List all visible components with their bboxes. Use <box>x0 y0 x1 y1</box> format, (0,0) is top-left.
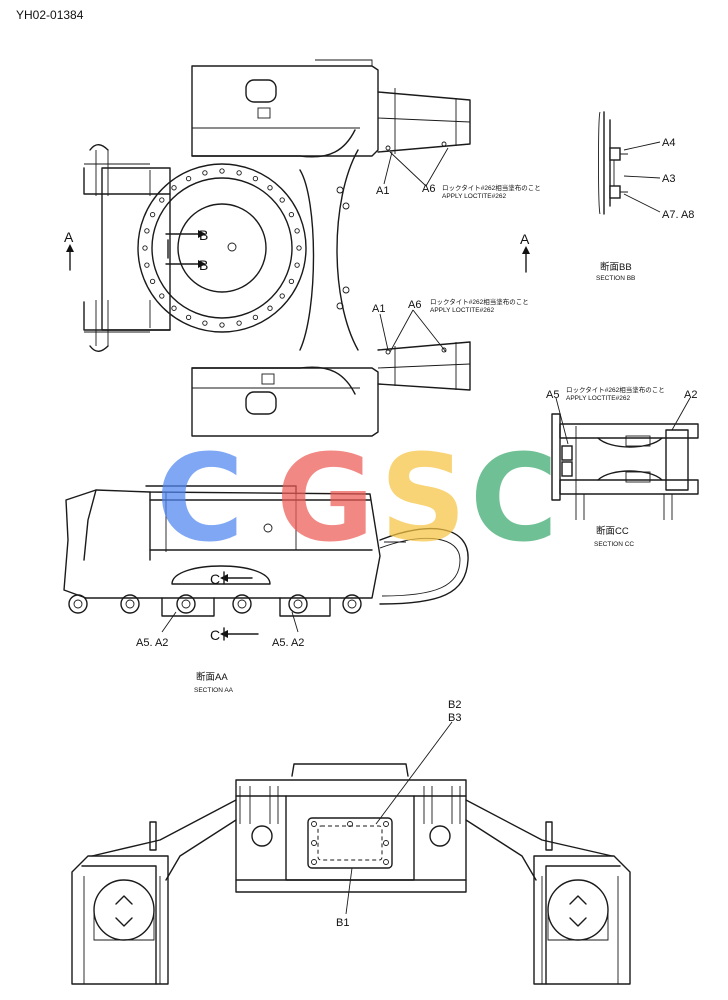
ring-bolt <box>149 278 156 285</box>
label-a1-upper: A1 <box>376 185 389 197</box>
label-a3: A3 <box>662 173 675 185</box>
label-a6-lower: A6 <box>408 299 421 311</box>
ring-bolt <box>267 185 273 191</box>
ring-bolt <box>159 293 165 299</box>
ring-bolt <box>288 211 295 218</box>
section-aa-view <box>63 485 469 641</box>
loctite-upper-jp: ロックタイト#262相当塗布のこと <box>442 183 541 192</box>
label-b2: B2 <box>448 699 461 711</box>
track-roller <box>68 594 88 614</box>
section-bb-title-en: SECTION BB <box>596 275 635 282</box>
label-a6-upper: A6 <box>422 183 435 195</box>
label-b1: B1 <box>336 917 349 929</box>
label-b-bottom: B <box>199 257 208 273</box>
ring-bolt <box>159 197 165 203</box>
ring-bolt <box>185 314 192 321</box>
watermark-letter-c1: C <box>156 430 244 569</box>
ring-bolt <box>294 262 300 268</box>
section-cc-view <box>551 397 699 520</box>
ring-bolt <box>202 170 208 176</box>
ring-bolt <box>236 320 242 326</box>
label-a5-a2-right: A5. A2 <box>272 637 304 649</box>
ring-bolt <box>219 322 225 328</box>
label-a4: A4 <box>662 137 675 149</box>
watermark-letter-g: G <box>276 430 375 569</box>
ring-bolt <box>236 170 242 176</box>
label-a2-cc: A2 <box>684 389 697 401</box>
section-bb-view <box>598 111 661 215</box>
ring-bolt <box>202 320 208 326</box>
label-a1-lower: A1 <box>372 303 385 315</box>
arrow-label-a-left: A <box>64 229 74 245</box>
label-c-upper: C <box>210 571 220 587</box>
ring-bolt <box>185 175 192 182</box>
ring-bolt <box>288 278 295 285</box>
ring-bolt <box>296 245 302 251</box>
ring-bolt <box>144 262 150 268</box>
top-view <box>66 59 530 437</box>
watermark-letter-c2: C <box>470 430 558 569</box>
ring-bolt <box>294 228 300 234</box>
label-a5-cc: A5 <box>546 389 559 401</box>
track-roller <box>342 594 362 614</box>
ring-bolt <box>171 185 177 191</box>
ring-bolt <box>252 314 259 321</box>
label-a5-a2-left: A5. A2 <box>136 637 168 649</box>
track-roller <box>176 594 196 614</box>
ring-bolt <box>279 197 285 203</box>
loctite-upper-en: APPLY LOCTITE#262 <box>442 193 506 200</box>
section-cc-title-en: SECTION CC <box>594 541 634 548</box>
label-a7-a8: A7. A8 <box>662 209 694 221</box>
front-view <box>71 721 631 985</box>
loctite-cc-jp: ロックタイト#262相当塗布のこと <box>566 385 665 394</box>
ring-bolt <box>142 245 148 251</box>
arrow-label-a-right: A <box>520 231 530 247</box>
section-bb-title-jp: 断面BB <box>600 261 632 273</box>
track-roller <box>120 594 140 614</box>
loctite-lower-en: APPLY LOCTITE#262 <box>430 307 494 314</box>
ring-bolt <box>279 293 285 299</box>
ring-bolt <box>219 168 225 174</box>
ring-bolt <box>267 305 273 311</box>
ring-bolt <box>149 211 156 218</box>
label-b3: B3 <box>448 712 461 724</box>
watermark-letter-s: S <box>380 430 466 569</box>
loctite-cc-en: APPLY LOCTITE#262 <box>566 395 630 402</box>
ring-bolt <box>252 175 259 182</box>
section-cc-title-jp: 断面CC <box>596 525 629 537</box>
section-aa-title-en: SECTION AA <box>194 687 234 694</box>
ring-bolt <box>171 305 177 311</box>
label-b-top: B <box>199 227 208 243</box>
doc-id: YH02-01384 <box>16 8 84 22</box>
section-aa-title-jp: 断面AA <box>196 671 228 683</box>
loctite-lower-jp: ロックタイト#262相当塗布のこと <box>430 297 529 306</box>
track-roller <box>232 594 252 614</box>
track-roller <box>288 594 308 614</box>
ring-bolt <box>144 228 150 234</box>
cgsc-watermark: C G S C <box>156 430 558 569</box>
label-c-lower: C <box>210 627 220 643</box>
